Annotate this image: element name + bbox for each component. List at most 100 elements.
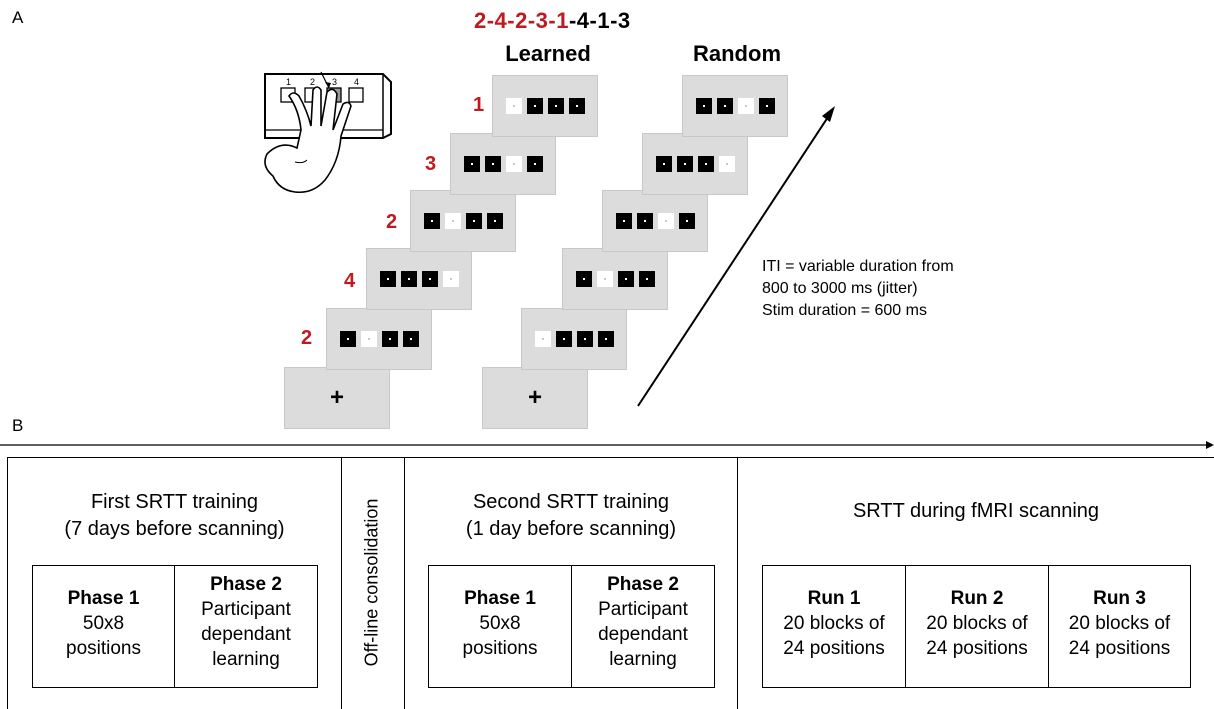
panel-b-label: B — [12, 416, 24, 435]
key-1-label: 1 — [286, 77, 291, 87]
timing-note-line-1: ITI = variable duration from — [762, 258, 954, 275]
random-screen-2 — [642, 133, 748, 195]
fmri-runs — [762, 565, 1191, 688]
learned-trial-number-3: 2 — [386, 211, 398, 233]
learned-fixation-screen: + — [284, 367, 390, 429]
divider — [905, 565, 906, 688]
run-3: Run 3 20 blocks of 24 positions — [1049, 586, 1190, 661]
stim-square — [484, 156, 501, 172]
run-2: Run 2 20 blocks of 24 positions — [906, 586, 1048, 661]
stim-square — [465, 213, 482, 229]
run-1: Run 1 20 blocks of 24 positions — [763, 586, 905, 661]
stim-square — [486, 213, 503, 229]
stim-square — [716, 98, 733, 114]
learned-trial-number-5: 2 — [301, 327, 313, 349]
phase-2-line-2: dependant — [201, 624, 291, 645]
second-phase-2: Phase 2 Participant dependant learning — [572, 572, 714, 672]
sequence-red: 2-4-2-3-1 — [474, 8, 569, 33]
second-phase-1: Phase 1 50x8 positions — [429, 586, 571, 661]
stim-square — [526, 98, 543, 114]
phase-2-title: Phase 2 — [607, 574, 679, 595]
divider — [737, 457, 738, 709]
run-2-line-2: 24 positions — [926, 638, 1028, 659]
offline-consolidation-label: Off-line consolidation — [361, 498, 382, 667]
stim-square-target — [534, 331, 551, 347]
phase-1-title: Phase 1 — [67, 588, 140, 609]
stim-square — [695, 98, 712, 114]
stim-square — [547, 98, 564, 114]
first-phase-2: Phase 2 Participant dependant learning — [175, 572, 317, 672]
first-training-phases — [32, 565, 318, 688]
stim-square — [575, 271, 592, 287]
learned-trial-number-1: 1 — [473, 94, 485, 116]
stim-square-target — [505, 156, 522, 172]
stim-square — [615, 213, 632, 229]
hand-keypad-icon: 1 2 3 4 — [264, 71, 392, 194]
run-2-line-1: 20 blocks of — [926, 613, 1028, 634]
learned-screen-5 — [326, 308, 432, 370]
stim-square — [421, 271, 438, 287]
timing-note-line-3: Stim duration = 600 ms — [762, 302, 927, 319]
learned-screen-1 — [492, 75, 598, 137]
stim-square-target — [657, 213, 674, 229]
second-training-title-line-2: (1 day before scanning) — [465, 518, 677, 540]
divider — [1048, 565, 1049, 688]
stim-square — [655, 156, 672, 172]
stim-square-target — [718, 156, 735, 172]
phase-1-line-1: 50x8 — [82, 613, 125, 634]
run-3-title: Run 3 — [1093, 588, 1146, 609]
run-1-line-2: 24 positions — [783, 638, 885, 659]
stim-square — [381, 331, 398, 347]
second-training-title-line-1: Second SRTT training — [472, 491, 670, 513]
phase-2-line-2: dependant — [598, 624, 688, 645]
divider — [174, 565, 175, 688]
second-training-title: Second SRTT training (1 day before scann… — [405, 489, 737, 543]
key-3-label: 3 — [332, 77, 337, 87]
stim-square — [339, 331, 356, 347]
panel-a-label: A — [12, 8, 24, 27]
learned-trial-number-2: 3 — [425, 153, 437, 175]
stim-square — [526, 156, 543, 172]
sequence-text: 2-4-2-3-1-4-1-3 — [474, 8, 631, 34]
phase-1-title: Phase 1 — [464, 588, 536, 609]
phase-2-line-1: Participant — [201, 599, 291, 620]
learned-title: Learned — [505, 41, 591, 66]
fixation-cross: + — [329, 384, 344, 411]
phase-1-line-2: positions — [66, 638, 141, 659]
stim-square — [638, 271, 655, 287]
phase-2-line-3: learning — [212, 649, 280, 670]
timing-note: ITI = variable duration from 800 to 3000… — [762, 256, 954, 322]
key-4-label: 4 — [354, 77, 359, 87]
stim-square — [568, 98, 585, 114]
stim-square — [617, 271, 634, 287]
random-screen-1 — [682, 75, 788, 137]
first-training-title-line-1: First SRTT training — [90, 491, 259, 513]
divider — [571, 565, 572, 688]
stim-square — [676, 156, 693, 172]
stim-square — [463, 156, 480, 172]
sequence-black: -4-1-3 — [568, 8, 631, 33]
timeline-table — [7, 457, 1214, 709]
fmri-title: SRTT during fMRI scanning — [852, 500, 1100, 522]
phase-2-line-1: Participant — [598, 599, 688, 620]
stim-square — [636, 213, 653, 229]
run-1-line-1: 20 blocks of — [783, 613, 885, 634]
stim-square — [402, 331, 419, 347]
run-2-title: Run 2 — [950, 588, 1004, 609]
stim-square-target — [596, 271, 613, 287]
phase-2-title: Phase 2 — [210, 574, 282, 595]
fixation-cross: + — [527, 384, 542, 411]
run-3-line-1: 20 blocks of — [1068, 613, 1171, 634]
timeline-arrow — [0, 441, 1214, 449]
first-phase-1: Phase 1 50x8 positions — [33, 586, 174, 661]
learned-screen-4 — [366, 248, 472, 310]
stim-square-target — [737, 98, 754, 114]
random-screen-3 — [602, 190, 708, 252]
phase-2-line-3: learning — [609, 649, 677, 670]
stim-square — [758, 98, 775, 114]
stim-square — [379, 271, 396, 287]
stim-square — [678, 213, 695, 229]
key-2-label: 2 — [310, 77, 315, 87]
stim-square — [400, 271, 417, 287]
first-training-title-line-2: (7 days before scanning) — [64, 518, 285, 540]
